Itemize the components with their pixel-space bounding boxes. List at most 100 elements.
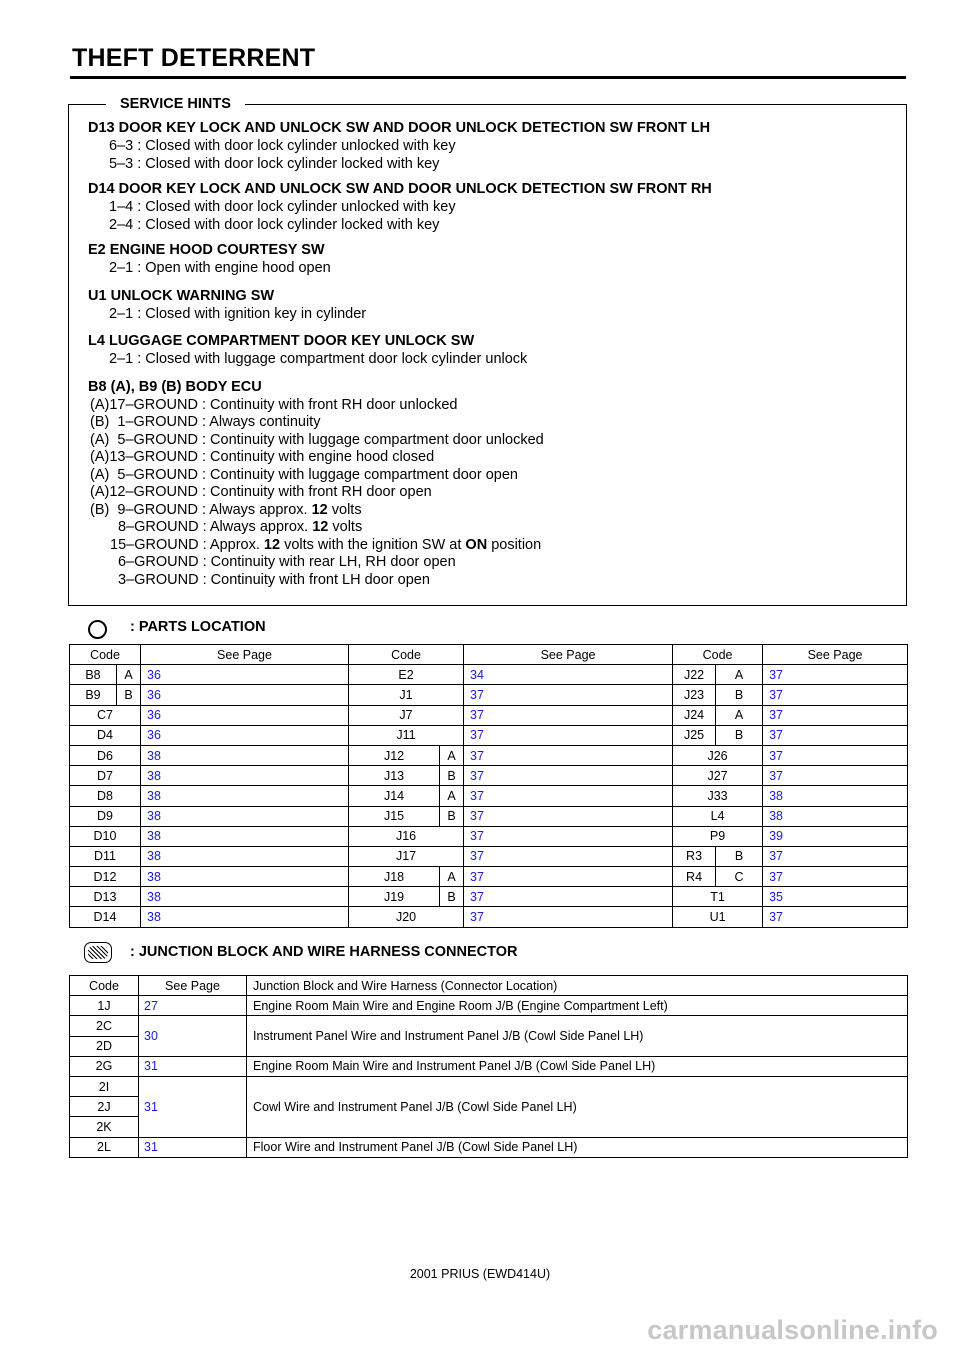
see-page-link[interactable]: 38 (140, 744, 350, 767)
see-page-link[interactable]: 38 (140, 825, 350, 847)
col-header: See Page (762, 643, 909, 666)
page-footer: 2001 PRIUS (EWD414U) (409, 1267, 551, 1281)
hint-line: (B) 9–GROUND : Always approx. 12 volts (90, 501, 362, 518)
part-code: R4 (672, 866, 717, 888)
see-page-link[interactable]: 38 (140, 785, 350, 807)
see-page-link[interactable]: 37 (463, 684, 674, 706)
hint-line: (A)17–GROUND : Continuity with front RH … (90, 396, 458, 413)
parts-location-table: Code See Page Code See Page Code See Pag… (68, 643, 909, 928)
part-code: D12 (68, 866, 142, 888)
part-suffix: A (115, 664, 142, 686)
part-code: J23 (672, 684, 717, 706)
see-page-link[interactable]: 37 (463, 785, 674, 807)
part-suffix: B (439, 805, 465, 827)
part-suffix: B (715, 845, 764, 868)
see-page-link[interactable]: 37 (463, 704, 674, 726)
see-page-link[interactable]: 37 (463, 906, 674, 928)
hint-line: 2–4 : Closed with door lock cylinder loc… (109, 216, 440, 233)
see-page-link[interactable]: 38 (140, 866, 350, 888)
see-page-link[interactable]: 38 (762, 805, 909, 827)
part-suffix: A (715, 704, 764, 726)
see-page-link[interactable]: 31 (138, 1136, 247, 1158)
see-page-link[interactable]: 38 (140, 906, 350, 928)
part-code: T1 (672, 886, 764, 908)
see-page-link[interactable]: 37 (463, 845, 674, 868)
see-page-link[interactable]: 37 (463, 765, 674, 787)
see-page-link[interactable]: 37 (762, 664, 909, 686)
junction-block-table: Code See Page Junction Block and Wire Ha… (69, 974, 908, 1158)
col-header: See Page (140, 643, 350, 666)
circle-icon (88, 620, 107, 639)
see-page-link[interactable]: 36 (140, 724, 350, 746)
col-header: Code (69, 974, 139, 997)
jb-code: 2K (69, 1116, 139, 1138)
hint-line: (A)12–GROUND : Continuity with front RH … (90, 484, 432, 500)
part-code: R3 (672, 845, 717, 868)
see-page-link[interactable]: 38 (762, 785, 909, 807)
see-page-link[interactable]: 37 (762, 684, 909, 706)
see-page-link[interactable]: 31 (138, 1075, 247, 1138)
hint-line: (A) 5–GROUND : Continuity with luggage c… (90, 466, 518, 483)
part-suffix: B (715, 724, 764, 746)
part-suffix: A (439, 785, 465, 807)
see-page-link[interactable]: 37 (463, 886, 674, 908)
part-code: P9 (672, 825, 764, 847)
volts-value: 12 (312, 519, 329, 535)
part-suffix: A (439, 866, 465, 888)
hint-line: 1–4 : Closed with door lock cylinder unl… (109, 199, 456, 215)
see-page-link[interactable]: 38 (140, 765, 350, 787)
part-suffix: B (715, 684, 764, 706)
hint-heading-d13: D13 DOOR KEY LOCK AND UNLOCK SW AND DOOR… (88, 120, 711, 136)
part-code: L4 (672, 805, 764, 827)
part-suffix: B (115, 684, 142, 706)
junction-block-heading: : JUNCTION BLOCK AND WIRE HARNESS CONNEC… (130, 944, 518, 960)
see-page-link[interactable]: 34 (463, 664, 674, 686)
see-page-link[interactable]: 38 (140, 845, 350, 868)
part-suffix: C (715, 866, 764, 888)
part-code: J1 (348, 684, 465, 706)
see-page-link[interactable]: 31 (138, 1055, 247, 1077)
see-page-link[interactable]: 37 (463, 825, 674, 847)
service-hints-content: D13 DOOR KEY LOCK AND UNLOCK SW AND DOOR… (88, 118, 898, 589)
see-page-link[interactable]: 37 (463, 805, 674, 827)
see-page-link[interactable]: 37 (463, 724, 674, 746)
part-code: D6 (68, 744, 142, 767)
see-page-link[interactable]: 37 (762, 765, 909, 787)
see-page-link[interactable]: 37 (762, 866, 909, 888)
see-page-link[interactable]: 27 (138, 995, 247, 1017)
see-page-link[interactable]: 38 (140, 886, 350, 908)
see-page-link[interactable]: 37 (762, 724, 909, 746)
part-code: D10 (68, 825, 142, 847)
see-page-link[interactable]: 38 (140, 805, 350, 827)
part-code: J7 (348, 704, 465, 726)
part-code: C7 (68, 704, 142, 726)
see-page-link[interactable]: 39 (762, 825, 909, 847)
volts-value: 12 (311, 501, 328, 518)
see-page-link[interactable]: 37 (463, 866, 674, 888)
part-code: J25 (672, 724, 717, 746)
see-page-link[interactable]: 30 (138, 1015, 247, 1057)
jb-description: Floor Wire and Instrument Panel J/B (Cow… (246, 1136, 908, 1158)
part-code: D8 (68, 785, 142, 807)
see-page-link[interactable]: 37 (762, 744, 909, 767)
part-suffix: B (439, 765, 465, 787)
see-page-link[interactable]: 37 (762, 845, 909, 868)
see-page-link[interactable]: 35 (762, 886, 909, 908)
part-code: J12 (348, 744, 441, 767)
jb-code: 2D (69, 1035, 139, 1057)
see-page-link[interactable]: 37 (762, 906, 909, 928)
part-code: J26 (672, 744, 764, 767)
part-code: J17 (348, 845, 465, 868)
hint-line: (A) 5–GROUND : Continuity with luggage c… (90, 431, 544, 448)
jb-code: 2C (69, 1015, 139, 1037)
see-page-link[interactable]: 36 (140, 664, 350, 686)
see-page-link[interactable]: 37 (762, 704, 909, 726)
see-page-link[interactable]: 36 (140, 684, 350, 706)
see-page-link[interactable]: 36 (140, 704, 350, 726)
see-page-link[interactable]: 37 (463, 744, 674, 767)
